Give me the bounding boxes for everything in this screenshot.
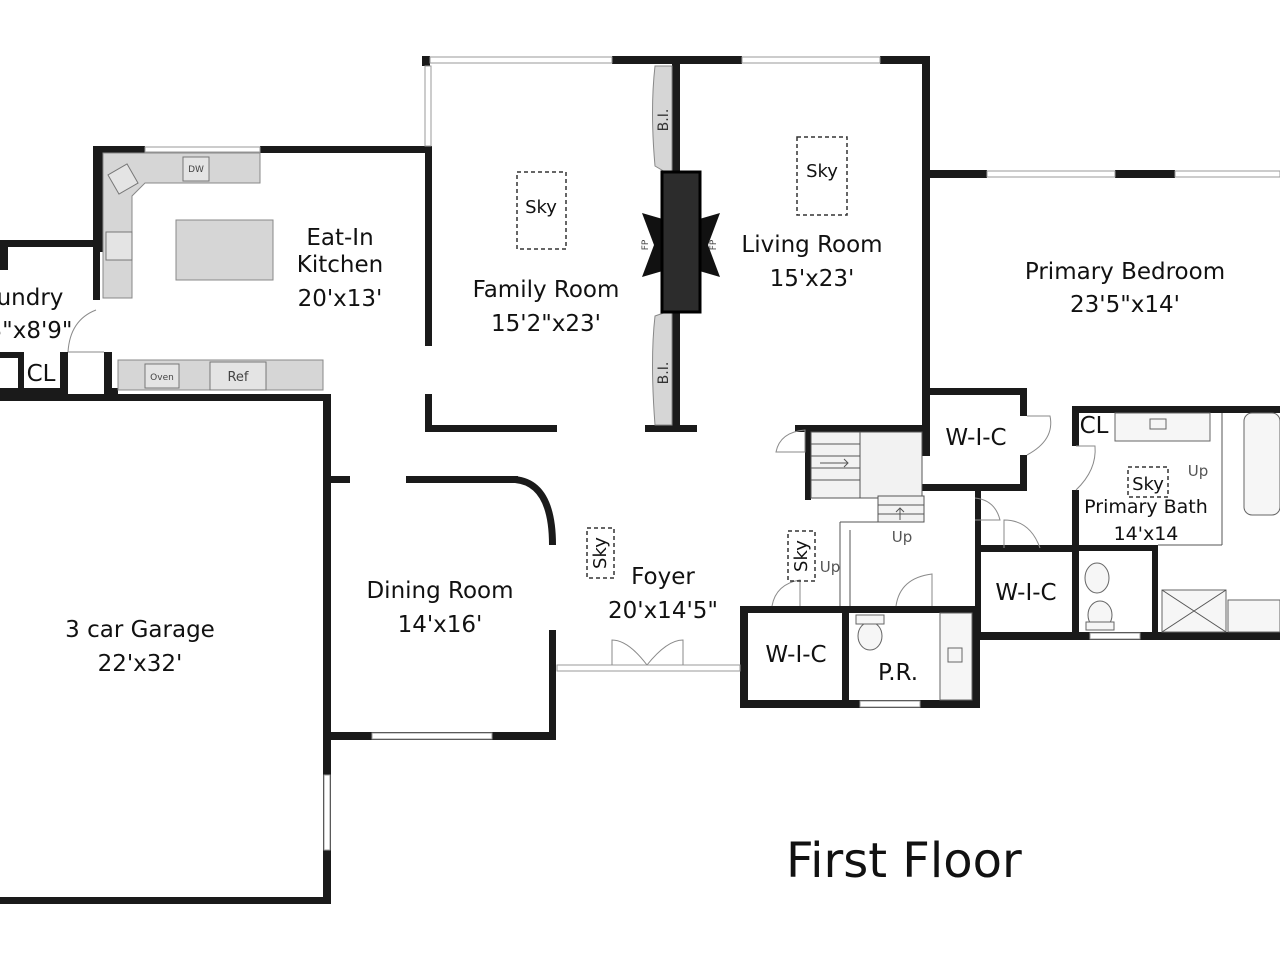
bath-bench: [1227, 599, 1280, 633]
kitchen-fixtures: DW Oven Ref: [102, 152, 324, 391]
primary-bedroom-name: Primary Bedroom: [1025, 259, 1225, 285]
dining-room-size: 14'x16': [398, 612, 483, 638]
bath-sink: [1149, 418, 1167, 430]
fireplace-hearth-left: [642, 213, 666, 277]
windows: [144, 56, 1280, 851]
bidet: [1084, 562, 1110, 594]
primary-bath-name: Primary Bath: [1084, 496, 1208, 518]
kitchen-name-line2: Kitchen: [297, 252, 383, 278]
skylight-foyer-left-label: Sky: [590, 537, 611, 569]
kitchen-island: [175, 219, 274, 281]
family-room-size: 15'2"x23': [491, 311, 601, 337]
fireplace-group: B.I. B.I. FP FP: [641, 65, 720, 426]
kitchen-name-line1: Eat-In: [306, 225, 373, 251]
fireplace-mark-left: FP: [641, 239, 651, 250]
primary-bedroom-size: 23'5"x14': [1070, 292, 1180, 318]
built-in-bottom-label: B.I.: [656, 362, 672, 385]
stairs-up-foyer: Up: [820, 558, 841, 576]
oven: [144, 363, 180, 389]
primary-bath-size: 14'x14: [1114, 523, 1179, 545]
bath-closet-label: CL: [1080, 413, 1109, 439]
skylight-family: [516, 171, 567, 250]
built-in-bottom: [652, 309, 673, 426]
fireplace-mark-right: FP: [709, 239, 719, 250]
wic-foyer-label: W-I-C: [765, 642, 826, 668]
dishwasher: [182, 156, 210, 182]
skylight-bath-label: Sky: [1132, 474, 1164, 495]
refrigerator: [209, 361, 267, 391]
skylight-foyer-right: [787, 530, 816, 582]
dishwasher-label: DW: [188, 165, 204, 175]
room-labels: undry 3"x8'9" CL Eat-In Kitchen 20'x13' …: [0, 225, 1225, 889]
built-in-top: [652, 65, 673, 177]
stairs: Up Up: [810, 431, 925, 606]
wic-bath-label: W-I-C: [995, 580, 1056, 606]
family-room-name: Family Room: [473, 277, 620, 303]
skylight-foyer-left: [586, 527, 615, 579]
laundry-closet-label: CL: [27, 361, 56, 387]
laundry-size: 3"x8'9": [0, 318, 73, 344]
refrigerator-label: Ref: [227, 370, 248, 385]
stairs-up-bath: Up: [1188, 462, 1209, 480]
skylight-living: [796, 136, 848, 216]
floor-title: First Floor: [786, 833, 1022, 889]
fireplace: [660, 170, 702, 314]
living-room-size: 15'x23': [770, 266, 855, 292]
skylights: Sky Sky Sky Sky Sky: [516, 136, 1169, 582]
dining-room-name: Dining Room: [366, 578, 513, 604]
built-in-top-label: B.I.: [656, 109, 672, 132]
living-room-name: Living Room: [741, 232, 882, 258]
fireplace-hearth-right: [696, 213, 720, 277]
stairs-up-main: Up: [892, 528, 913, 546]
doors: [67, 309, 1096, 666]
bathtub: [1243, 412, 1280, 516]
foyer-size: 20'x14'5": [608, 598, 718, 624]
cooktop: [105, 231, 133, 261]
pr-toilet: [857, 621, 883, 651]
laundry-name: undry: [0, 285, 63, 311]
skylight-living-label: Sky: [806, 161, 838, 182]
garage-size: 22'x32': [98, 651, 183, 677]
wic-bedroom-label: W-I-C: [945, 425, 1006, 451]
bath-fixtures: Up: [855, 412, 1280, 701]
sink: [107, 163, 139, 195]
skylight-family-label: Sky: [525, 197, 557, 218]
oven-label: Oven: [150, 373, 174, 383]
foyer-name: Foyer: [631, 564, 695, 590]
pr-sink: [947, 647, 963, 663]
garage-name: 3 car Garage: [65, 617, 215, 643]
powder-room-label: P.R.: [878, 660, 918, 686]
skylight-foyer-right-label: Sky: [791, 540, 812, 572]
kitchen-size: 20'x13': [298, 286, 383, 312]
